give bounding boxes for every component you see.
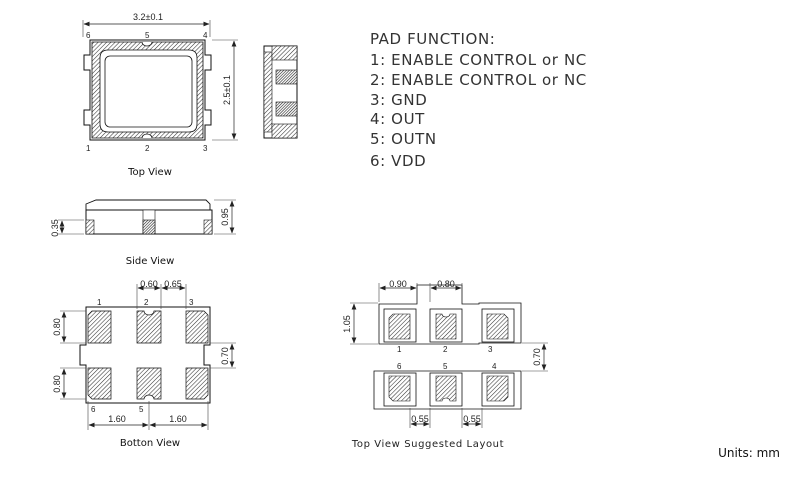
units-label: Units: mm bbox=[718, 446, 780, 460]
end-view bbox=[263, 45, 298, 139]
layout-pad-w-dim: 0.80 bbox=[437, 279, 455, 289]
pin-label: 3 bbox=[203, 144, 208, 153]
side-lid bbox=[85, 199, 211, 211]
layout-pad-4 bbox=[486, 375, 509, 402]
bottom-right-span-dim: 1.60 bbox=[169, 414, 187, 424]
pad-function-item: 1: ENABLE CONTROL or NC bbox=[370, 51, 587, 69]
end-view-pad bbox=[271, 45, 298, 61]
layout-land-w-dim: 0.90 bbox=[389, 279, 407, 289]
bottom-pad-6 bbox=[87, 367, 112, 400]
pad-function-item: 5: OUTN bbox=[370, 130, 437, 148]
bottom-pad-2 bbox=[136, 310, 162, 344]
end-view-lid bbox=[263, 51, 273, 133]
pad-function-item: 4: OUT bbox=[370, 110, 425, 128]
layout-spacing-left-dim: 0.55 bbox=[411, 414, 429, 424]
pad-function-item: 6: VDD bbox=[370, 152, 426, 170]
bottom-pad-w-dim: 0.60 bbox=[140, 279, 158, 289]
layout-view-caption: Top View Suggested Layout bbox=[351, 439, 504, 450]
pin-label: 5 bbox=[139, 405, 144, 414]
pin-label: 2 bbox=[145, 144, 150, 153]
bottom-pad-4 bbox=[185, 367, 209, 400]
pin-label: 1 bbox=[97, 298, 102, 307]
lid bbox=[104, 55, 193, 128]
side-view: 0.95 0.35 Side View bbox=[50, 199, 236, 267]
bottom-pad-1 bbox=[87, 310, 112, 344]
pad-function-legend: PAD FUNCTION: 1: ENABLE CONTROL or NC 2:… bbox=[370, 30, 587, 170]
side-pad-dim: 0.35 bbox=[50, 219, 60, 237]
top-view-caption: Top View bbox=[127, 167, 172, 178]
pin-label: 2 bbox=[443, 345, 448, 354]
pin-label: 5 bbox=[145, 31, 150, 40]
pin-label: 6 bbox=[86, 31, 91, 40]
end-view-pad bbox=[275, 69, 298, 85]
bottom-pad-h-top-dim: 0.80 bbox=[52, 318, 62, 336]
bottom-view: 0.60 0.65 0.80 0.80 0.70 1.60 1.60 1 2 3… bbox=[52, 279, 236, 449]
bottom-pad-5 bbox=[136, 367, 162, 400]
suggested-layout: 0.90 0.80 1.05 0.70 0.55 0.55 1 2 3 6 5 … bbox=[342, 279, 548, 450]
top-width-dim: 3.2±0.1 bbox=[133, 12, 163, 22]
pin-label: 3 bbox=[189, 298, 194, 307]
end-view-pad bbox=[275, 101, 298, 117]
bottom-pad-3 bbox=[185, 310, 209, 344]
layout-spacing-right-dim: 0.55 bbox=[463, 414, 481, 424]
pin-label: 6 bbox=[397, 362, 402, 371]
bottom-pitch-dim: 0.65 bbox=[164, 279, 182, 289]
pad-function-title: PAD FUNCTION: bbox=[370, 30, 495, 48]
end-view-pad bbox=[271, 123, 298, 139]
castellation bbox=[141, 133, 153, 139]
pin-label: 2 bbox=[144, 298, 149, 307]
layout-gap-dim: 0.70 bbox=[532, 348, 542, 366]
top-view: 3.2±0.1 2.5±0.1 6 5 4 1 2 3 Top View bbox=[82, 12, 238, 178]
side-pad bbox=[203, 219, 213, 235]
layout-pad-6 bbox=[388, 375, 411, 402]
side-height-dim: 0.95 bbox=[220, 208, 230, 226]
bottom-pad-h-bottom-dim: 0.80 bbox=[52, 375, 62, 393]
seal-ring bbox=[91, 41, 204, 139]
bottom-gap-dim: 0.70 bbox=[220, 347, 230, 365]
layout-pad-2 bbox=[435, 313, 457, 340]
pin-label: 1 bbox=[397, 345, 402, 354]
side-pad bbox=[142, 219, 156, 235]
pin-label: 1 bbox=[86, 144, 91, 153]
bottom-outline bbox=[79, 306, 211, 404]
layout-land-h-dim: 1.05 bbox=[342, 315, 352, 333]
side-view-caption: Side View bbox=[126, 256, 175, 267]
layout-pad-5 bbox=[435, 375, 457, 402]
pin-label: 6 bbox=[91, 405, 96, 414]
side-pad bbox=[85, 219, 95, 235]
castellation bbox=[141, 41, 153, 47]
pin-label: 5 bbox=[443, 362, 448, 371]
pin-label: 4 bbox=[492, 362, 497, 371]
pad-function-item: 2: ENABLE CONTROL or NC bbox=[370, 71, 587, 89]
pad-function-item: 3: GND bbox=[370, 91, 427, 109]
layout-pad-1 bbox=[388, 313, 411, 340]
top-height-dim: 2.5±0.1 bbox=[222, 75, 232, 105]
layout-pad-3 bbox=[486, 313, 509, 340]
bottom-left-span-dim: 1.60 bbox=[108, 414, 126, 424]
pin-label: 4 bbox=[203, 31, 208, 40]
pin-label: 3 bbox=[488, 345, 493, 354]
bottom-view-caption: Botton View bbox=[120, 438, 180, 449]
